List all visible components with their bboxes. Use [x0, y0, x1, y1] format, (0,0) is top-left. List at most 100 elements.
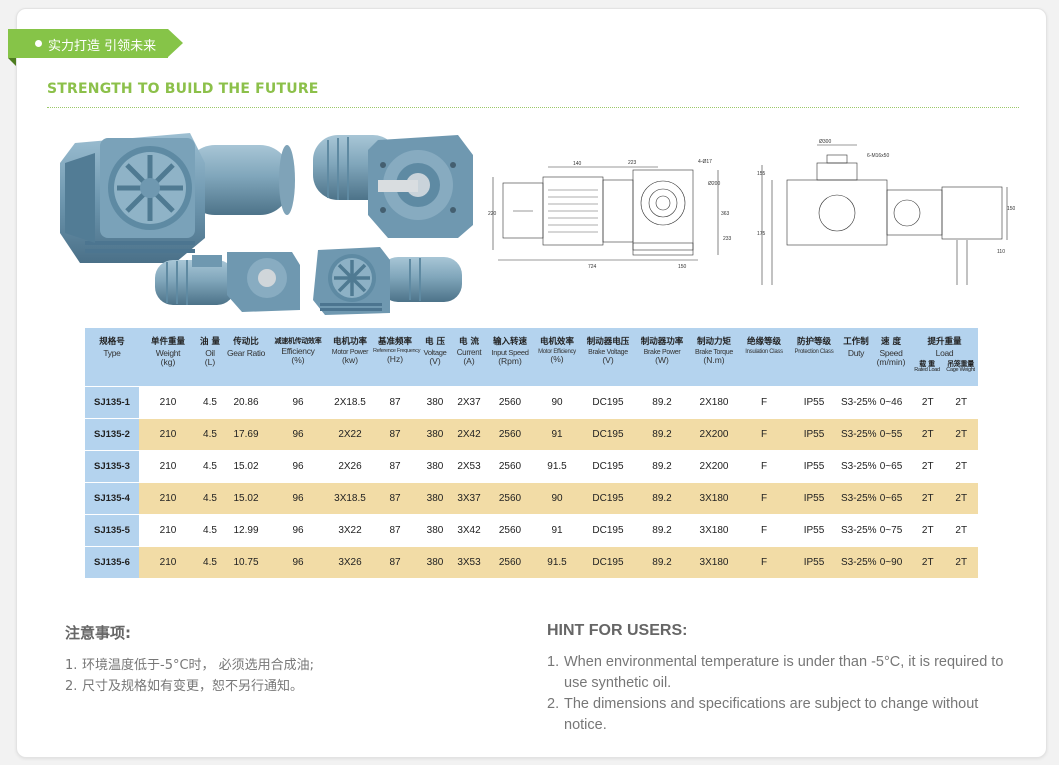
table-cell: S3-25%	[841, 545, 877, 578]
table-cell: 12.99	[223, 513, 269, 546]
cage-weight-value: 2T	[955, 556, 968, 568]
svg-text:155: 155	[757, 171, 766, 177]
table-cell: IP55	[787, 417, 841, 450]
dimension-labels: Ø300 6-M16x50 155 175 150 110	[757, 139, 1015, 255]
table-cell: 89.2	[637, 417, 687, 450]
svg-text:Ø300: Ø300	[819, 139, 831, 145]
table-cell: F	[741, 545, 787, 578]
table-cell: 4.5	[197, 385, 223, 418]
table-cell: F	[741, 513, 787, 546]
table-cell: 2X200	[687, 417, 741, 450]
svg-text:Ø200: Ø200	[708, 181, 720, 187]
table-cell: 380	[417, 513, 453, 546]
table-cell: 89.2	[637, 513, 687, 546]
gearmotor-photo	[313, 135, 473, 238]
table-cell: 90	[535, 481, 579, 514]
table-cell: 3X18.5	[327, 481, 373, 514]
svg-text:4-Ø17: 4-Ø17	[698, 159, 712, 165]
section-title: STRENGTH TO BUILD THE FUTURE	[47, 81, 319, 97]
table-cell: 210	[139, 481, 197, 514]
table-cell: 3X42	[453, 513, 485, 546]
table-cell: 0~65	[871, 481, 911, 514]
table-cell: 90	[535, 385, 579, 418]
svg-text:150: 150	[1007, 206, 1015, 212]
svg-text:150: 150	[678, 264, 687, 270]
table-cell: 2560	[485, 385, 535, 418]
table-cell: 96	[269, 449, 327, 482]
table-cell: 96	[269, 481, 327, 514]
table-cell: 4.5	[197, 513, 223, 546]
table-cell: 2X37	[453, 385, 485, 418]
notes-heading: HINT FOR USERS:	[547, 622, 688, 639]
table-cell: 2X53	[453, 449, 485, 482]
table-cell: S3-25%	[841, 481, 877, 514]
table-cell: IP55	[787, 481, 841, 514]
table-cell: S3-25%	[841, 513, 877, 546]
table-cell: 2X200	[687, 449, 741, 482]
table-cell: 89.2	[637, 385, 687, 418]
table-cell: 0~90	[871, 545, 911, 578]
table-cell: 96	[269, 385, 327, 418]
notes-chinese: 注意事项: 1.环境温度低于-5°C时， 必须选用合成油; 2.尺寸及规格如有变…	[65, 622, 485, 697]
svg-text:140: 140	[573, 161, 582, 167]
table-cell: IP55	[787, 385, 841, 418]
cage-weight-value: 2T	[955, 428, 968, 440]
list-item: 2.The dimensions and specifications are …	[547, 696, 979, 733]
table-cell: 210	[139, 449, 197, 482]
table-cell: F	[741, 449, 787, 482]
table-cell: 380	[417, 481, 453, 514]
svg-text:233: 233	[723, 236, 732, 242]
table-cell: 0~46	[871, 385, 911, 418]
table-cell: 2560	[485, 513, 535, 546]
notes-heading: 注意事项:	[65, 624, 131, 642]
cage-weight-value: 2T	[955, 460, 968, 472]
table-cell: 4.5	[197, 449, 223, 482]
table-cell: 3X53	[453, 545, 485, 578]
table-cell: 87	[373, 513, 417, 546]
table-cell: 2560	[485, 545, 535, 578]
svg-text:110: 110	[997, 249, 1005, 255]
gearmotor-photo	[313, 247, 462, 315]
table-cell: DC195	[579, 513, 637, 546]
table-cell: 15.02	[223, 449, 269, 482]
table-cell: 3X22	[327, 513, 373, 546]
table-cell: DC195	[579, 481, 637, 514]
table-cell: 4.5	[197, 481, 223, 514]
table-cell: 87	[373, 449, 417, 482]
table-cell: 0~55	[871, 417, 911, 450]
table-cell: 2X18.5	[327, 385, 373, 418]
load-cell: 2T 2T	[911, 545, 978, 578]
list-item: 1.环境温度低于-5°C时， 必须选用合成油;	[65, 658, 315, 673]
table-cell: 15.02	[223, 481, 269, 514]
svg-text:6-M16x50: 6-M16x50	[867, 153, 889, 159]
rated-load-value: 2T	[921, 556, 934, 568]
dimension-drawing-side: 140 223 4-Ø17 Ø200 724 150 363 220 233	[488, 159, 732, 270]
rated-load-value: 2T	[921, 396, 934, 408]
table-cell: 4.5	[197, 545, 223, 578]
model-cell: SJ135-1	[85, 385, 139, 418]
table-cell: 210	[139, 513, 197, 546]
table-cell: 2X180	[687, 385, 741, 418]
table-cell: 3X37	[453, 481, 485, 514]
table-cell: 96	[269, 545, 327, 578]
